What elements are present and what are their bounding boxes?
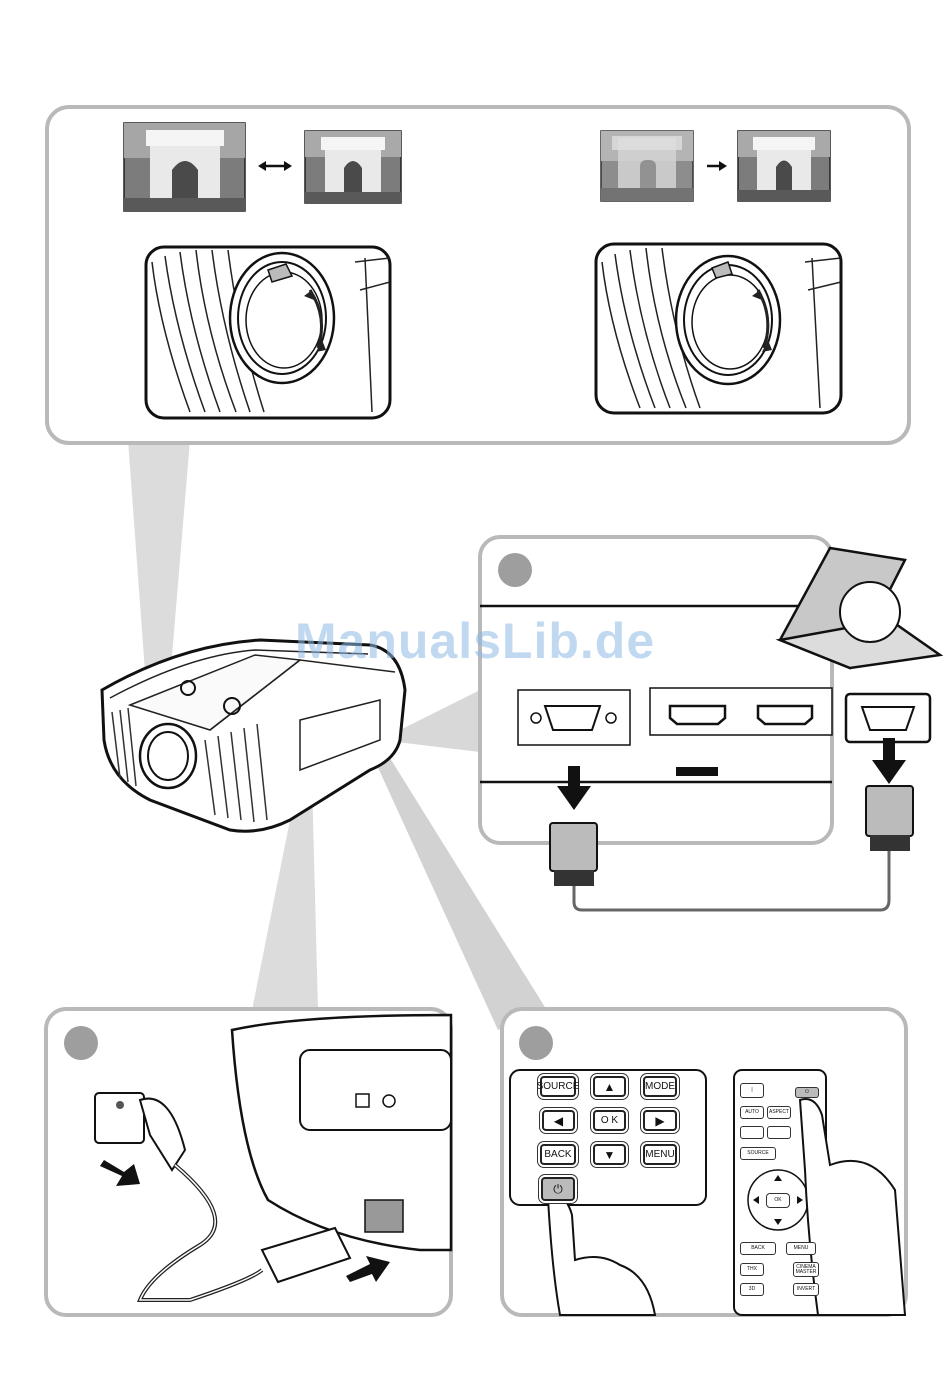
remote-thx-button[interactable]: THX — [740, 1263, 764, 1276]
remote-source-button[interactable]: SOURCE — [740, 1147, 776, 1160]
power-connection-panel — [46, 1009, 451, 1315]
down-arrow-icon: ▼ — [604, 1148, 616, 1162]
remote-auto-label: AUTO — [745, 1110, 759, 1115]
remote-cinema-master-button[interactable]: CINEMA MASTER — [793, 1262, 819, 1277]
remote-power-off-button[interactable]: | — [740, 1083, 764, 1098]
input-connection-panel — [480, 537, 832, 843]
keypad-menu-button[interactable]: MENU — [643, 1144, 677, 1165]
laptop-vga-port — [846, 694, 930, 784]
remote-menu-button[interactable]: MENU — [786, 1242, 816, 1255]
projector — [102, 640, 405, 831]
keypad-power-button[interactable]: ⏻ — [541, 1177, 575, 1201]
remote-cinema-master-label: CINEMA MASTER — [796, 1265, 817, 1275]
keypad-back-button[interactable]: BACK — [540, 1144, 576, 1165]
focus-photo-blurry — [601, 131, 693, 201]
remote-power-on-button[interactable]: ⏻ — [795, 1087, 819, 1098]
remote-back-button[interactable]: BACK — [740, 1242, 776, 1255]
keypad-down-button[interactable]: ▼ — [593, 1144, 626, 1165]
keypad-back-label: BACK — [544, 1149, 571, 1160]
right-arrow-icon: ▶ — [655, 1114, 664, 1128]
focus-photo-sharp — [738, 131, 830, 201]
keypad-mode-button[interactable]: MODE — [643, 1076, 677, 1097]
focus-ring-closeup — [596, 244, 841, 413]
remote-invert-label: INVERT — [797, 1287, 815, 1292]
power-off-icon: | — [751, 1088, 752, 1093]
zoom-photo-before — [124, 123, 245, 211]
keypad-left-button[interactable]: ◀ — [542, 1110, 575, 1131]
remote-thx-label: THX — [747, 1267, 757, 1272]
remote-ok-label: OK — [774, 1198, 781, 1203]
keypad-source-label: SOURCE — [537, 1081, 580, 1092]
remote-menu-label: MENU — [794, 1246, 809, 1251]
remote-blank-button-2[interactable] — [767, 1126, 791, 1139]
up-arrow-icon: ▲ — [604, 1080, 616, 1094]
keypad-ok-button[interactable]: O K — [593, 1110, 626, 1131]
keypad-ok-label: O K — [601, 1115, 618, 1126]
zoom-photo-after — [305, 131, 401, 203]
keypad-up-button[interactable]: ▲ — [593, 1076, 626, 1097]
keypad-source-button[interactable]: SOURCE — [540, 1076, 576, 1097]
remote-invert-button[interactable]: INVERT — [793, 1283, 819, 1296]
remote-aspect-label: ASPECT — [769, 1110, 789, 1115]
step-badge-power-on — [519, 1026, 553, 1060]
remote-aspect-button[interactable]: ASPECT — [767, 1106, 791, 1119]
power-on-icon: ⏻ — [805, 1090, 809, 1095]
left-arrow-icon: ◀ — [554, 1114, 563, 1128]
remote-back-label: BACK — [751, 1246, 765, 1251]
step-badge-input — [498, 553, 532, 587]
step-badge-power — [64, 1026, 98, 1060]
keypad-menu-label: MENU — [645, 1149, 674, 1160]
remote-3d-button[interactable]: 3D — [740, 1283, 764, 1296]
remote-blank-button-1[interactable] — [740, 1126, 764, 1139]
keypad-right-button[interactable]: ▶ — [643, 1110, 677, 1131]
remote-auto-button[interactable]: AUTO — [740, 1106, 764, 1119]
remote-ok-button[interactable]: OK — [766, 1193, 790, 1208]
zoom-ring-closeup — [146, 247, 390, 418]
remote-3d-label: 3D — [749, 1287, 755, 1292]
power-icon: ⏻ — [553, 1182, 563, 1197]
keypad-mode-label: MODE — [645, 1081, 675, 1092]
remote-source-label: SOURCE — [747, 1151, 768, 1156]
